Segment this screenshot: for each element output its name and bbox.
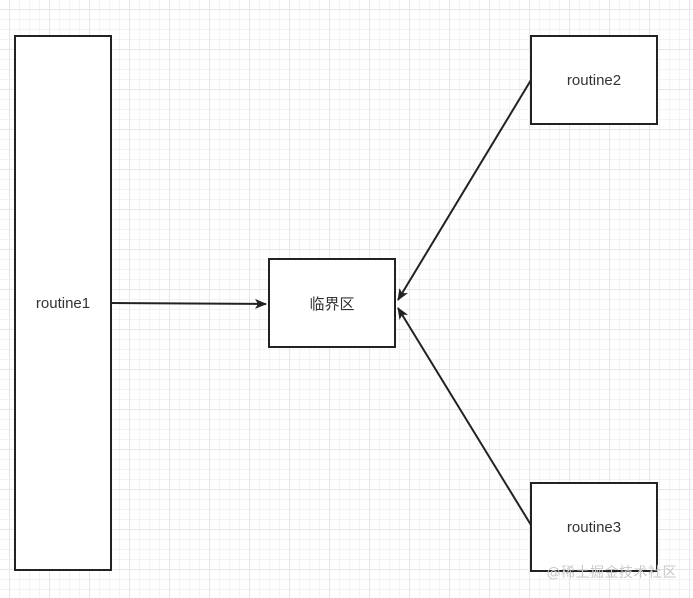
edge-routine3-to-critical-section (397, 307, 532, 526)
node-critical-section[interactable]: 临界区 (268, 258, 396, 348)
node-routine3[interactable]: routine3 (530, 482, 658, 572)
node-routine1[interactable]: routine1 (14, 35, 112, 571)
edge-routine1-to-critical-section (111, 298, 267, 309)
node-routine1-label: routine1 (35, 294, 91, 312)
node-routine2-label: routine2 (566, 71, 622, 89)
node-routine2[interactable]: routine2 (530, 35, 658, 125)
watermark: @稀土掘金技术社区 (546, 565, 677, 581)
node-routine3-label: routine3 (566, 518, 622, 536)
edge-routine2-to-critical-section (397, 79, 532, 301)
node-critical-section-label: 临界区 (309, 294, 355, 313)
